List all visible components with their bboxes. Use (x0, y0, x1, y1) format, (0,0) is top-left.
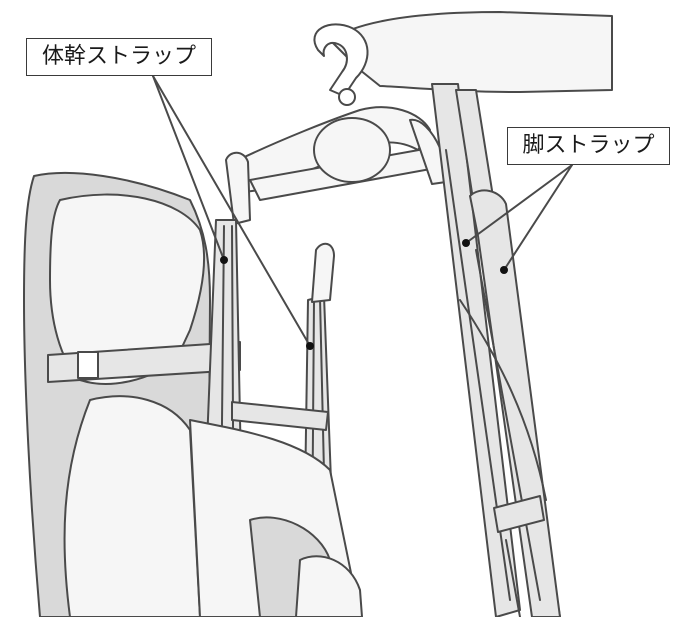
leader-trunk-left (152, 75, 225, 261)
hanger-bar (225, 106, 447, 225)
lap-area (189, 419, 363, 618)
marker-dot (220, 256, 228, 264)
marker-dot (462, 239, 470, 247)
trunk-strap-label: 体幹ストラップ (26, 38, 212, 76)
mid-band (231, 401, 329, 431)
leader-leg-left (465, 164, 573, 244)
leader-lines (152, 75, 573, 350)
leader-trunk-center (152, 75, 311, 347)
lift-arm (313, 11, 613, 106)
leg-strap-label: 脚ストラップ (507, 127, 670, 165)
marker-dot (500, 266, 508, 274)
marker-dot (306, 342, 314, 350)
sling-shell (23, 172, 211, 618)
leader-leg-right (503, 164, 573, 271)
